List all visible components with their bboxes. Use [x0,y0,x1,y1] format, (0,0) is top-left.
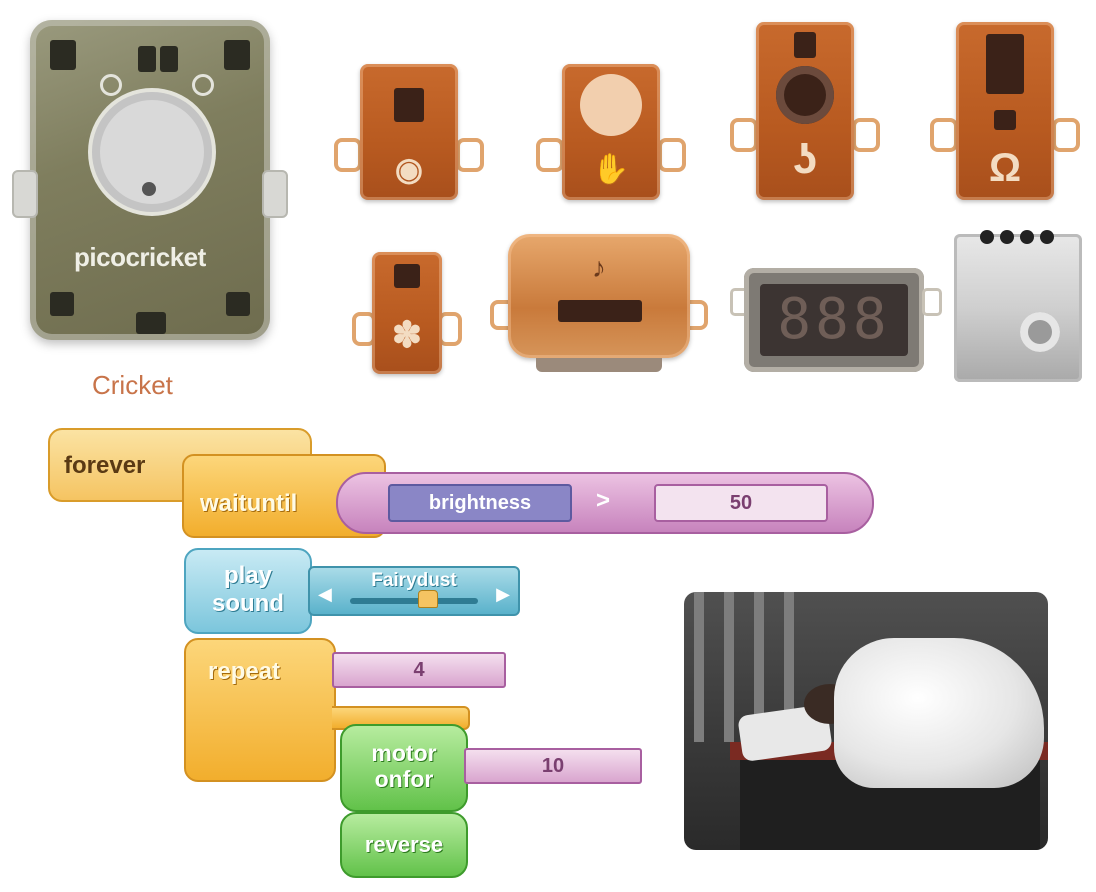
motor-block [954,230,1082,382]
brick-stud [980,230,994,244]
sleeping-person-photo [684,592,1048,850]
reverse-label: reverse [364,832,444,857]
module-body: Ω [956,22,1054,200]
chip [224,40,250,70]
module-handle [852,118,880,152]
reverse-block[interactable]: reverse [340,812,468,878]
module-handle [456,138,484,172]
arrow-left-icon[interactable]: ◀ [318,584,332,604]
cricket-caption: Cricket [92,370,173,400]
arrow-right-icon[interactable]: ▶ [496,584,510,604]
onfor-label: onfor [374,766,434,792]
sound-sensor-module: ʖ [730,22,880,204]
module-chip [794,32,816,58]
motor-onfor-block[interactable]: motor onfor [340,724,468,812]
repeat-label: repeat [208,658,281,685]
sound-picker[interactable]: ◀ Fairydust ▶ [308,566,520,616]
rail-bar [754,592,764,742]
sound-box-module: ♪ [490,234,708,374]
module-body: ♪ [508,234,690,358]
chip [50,40,76,70]
motor-axle [1020,312,1060,352]
touch-button [580,74,642,136]
chip [160,46,178,72]
play-sound-block[interactable]: play sound [184,548,312,634]
motor-time-slot[interactable]: 10 [464,748,642,784]
cricket-right-tab [262,170,288,218]
module-chip [394,88,424,122]
module-connector [986,34,1024,94]
module-base [536,358,662,372]
brick-stud [1000,230,1014,244]
forever-label: forever [64,452,146,479]
module-handle [658,138,686,172]
bug-icon: ✽ [391,314,423,355]
duvet [834,638,1044,788]
omega-icon: Ω [988,146,1022,190]
module-body: ✋ [562,64,660,200]
module-handle [1052,118,1080,152]
rail-bar [694,592,704,742]
antenna-icon [100,74,122,96]
module-handle [334,138,362,172]
music-note-icon: ♪ [592,252,606,283]
sound-slider-track[interactable] [350,598,478,604]
rail-bar [724,592,734,742]
module-body: ʖ [756,22,854,200]
brick-stud [1020,230,1034,244]
chip [136,312,166,334]
ear-icon: ʖ [792,134,818,183]
play-label: play [223,562,273,589]
chip [226,292,250,316]
threshold-slot[interactable]: 50 [654,484,828,522]
resistance-sensor-module: Ω [930,22,1080,204]
light-sensor-module: ◉ [334,64,484,204]
microphone [776,66,834,124]
module-chip [994,110,1016,130]
rail-bar [784,592,794,742]
module-handle [730,118,758,152]
beamer-module: ✽ [352,252,462,376]
chip [50,292,74,316]
eye-icon: ◉ [395,151,423,187]
cricket-light [142,182,156,196]
module-chip [394,264,420,288]
motor-label: motor [371,740,437,766]
module-handle [922,288,942,316]
sound-name: Fairydust [371,570,457,591]
touch-sensor-module: ✋ [536,64,686,204]
number-display: 888 [760,284,908,356]
waituntil-label: waituntil [200,490,298,517]
module-chip [558,300,642,322]
antenna-icon [192,74,214,96]
hand-icon: ✋ [592,153,630,186]
condition-block[interactable]: brightness > 50 [336,472,874,534]
sound-label: sound [212,590,284,617]
sensor-slot[interactable]: brightness [388,484,572,522]
brick-stud [1040,230,1054,244]
module-handle [536,138,564,172]
chip [138,46,156,72]
cricket-logo: picocricket [74,242,206,272]
repeat-block[interactable]: repeat [184,638,336,782]
module-body: ✽ [372,252,442,374]
cricket-left-tab [12,170,38,218]
module-handle [930,118,958,152]
module-body: ◉ [360,64,458,200]
cricket-device: picocricket [12,20,288,340]
number-display-module: 888 [744,268,924,372]
sound-slider-knob[interactable] [418,590,438,608]
comparison-operator: > [596,487,611,514]
repeat-count-slot[interactable]: 4 [332,652,506,688]
cricket-speaker [92,92,212,212]
